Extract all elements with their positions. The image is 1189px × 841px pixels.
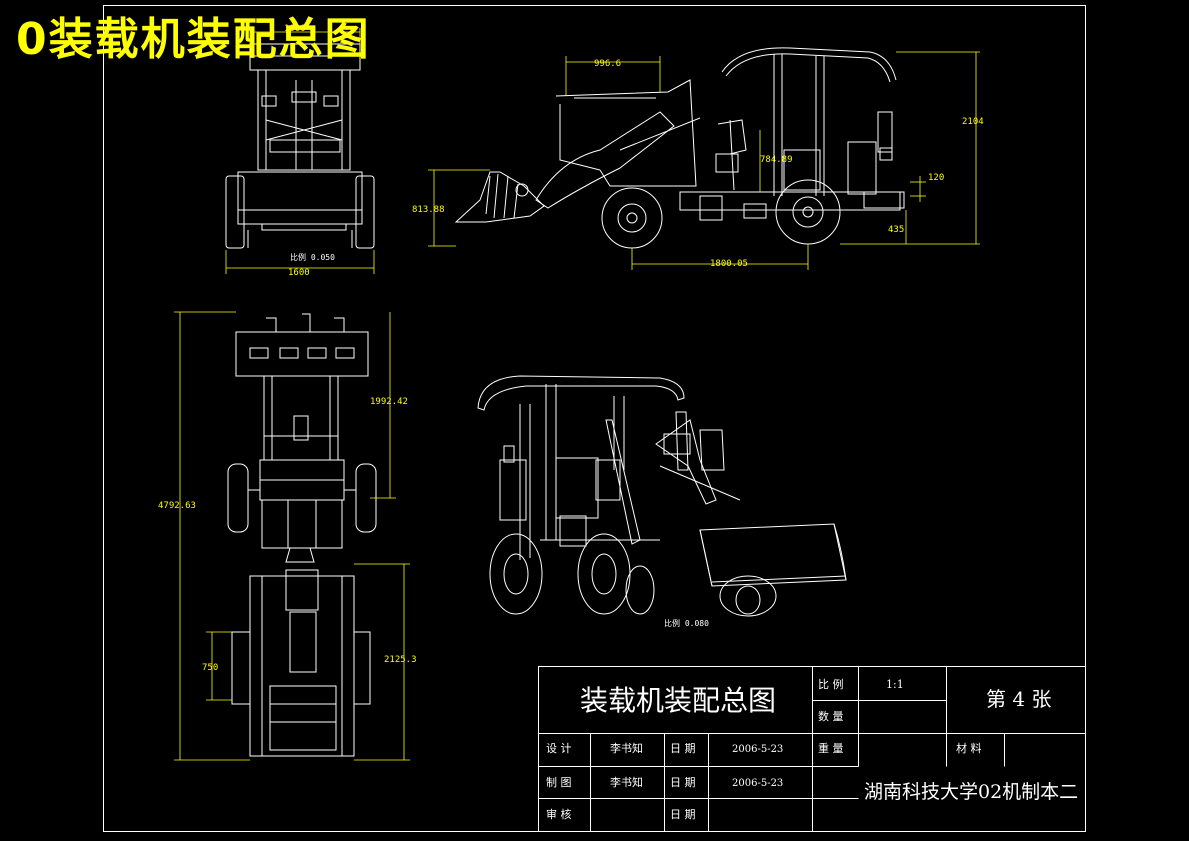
weight-label: 重 量	[818, 741, 844, 755]
school-name: 湖南科技大学02机制本二	[864, 781, 1079, 803]
draw-label: 制 图	[546, 776, 572, 789]
qty-label: 数 量	[818, 710, 844, 723]
scale-value: 1:1	[886, 678, 904, 691]
side-view	[454, 47, 905, 249]
date-2: 2006-5-23	[732, 778, 783, 789]
dim-side-bucket-height: 813.88	[412, 205, 445, 215]
date-label-2: 日 期	[670, 776, 696, 789]
iso-scale-label: 比例 0.080	[664, 618, 709, 628]
dim-top-length: 4792.63	[158, 501, 196, 511]
dim-side-wheelbase: 1800.05	[710, 259, 748, 269]
date-1: 2006-5-23	[732, 744, 783, 755]
sheet-number: 第 4 张	[986, 687, 1051, 711]
isometric-view	[477, 375, 847, 617]
side-view-dims	[428, 51, 980, 270]
dim-side-seat: 784.89	[760, 155, 793, 165]
school-block: 湖南科技大学02机制本二	[864, 781, 1079, 803]
dim-top-front: 1992.42	[370, 397, 408, 407]
top-view-dims	[174, 311, 410, 761]
front-view-dims	[225, 28, 375, 274]
title-block	[538, 666, 1086, 832]
date-label-1: 日 期	[670, 742, 696, 755]
scale-label: 比 例	[818, 677, 844, 691]
top-view	[227, 313, 377, 757]
front-view	[225, 43, 375, 249]
front-scale-label: 比例 0.050	[290, 252, 335, 262]
dim-top-rear-small: 750	[202, 663, 218, 673]
date-label-3: 日 期	[670, 808, 696, 821]
title-block-title: 装载机装配总图	[580, 684, 776, 717]
review-label: 审 核	[546, 807, 572, 821]
draw-name: 李书知	[610, 775, 643, 789]
design-label: 设 计	[546, 742, 572, 755]
dim-side-ground: 435	[888, 225, 904, 235]
dim-top-rear: 2125.3	[384, 655, 417, 665]
overlay-title: 0装载机装配总图	[16, 14, 371, 65]
dim-side-height: 2104	[962, 117, 984, 127]
dim-side-reach: 996.6	[594, 59, 621, 69]
dim-front-width: 1600	[288, 268, 310, 278]
dim-front-top-width: 1000	[284, 24, 306, 34]
dim-side-clearance: 120	[928, 173, 944, 183]
material-label: 材 料	[956, 741, 982, 755]
design-name: 李书知	[610, 741, 643, 755]
